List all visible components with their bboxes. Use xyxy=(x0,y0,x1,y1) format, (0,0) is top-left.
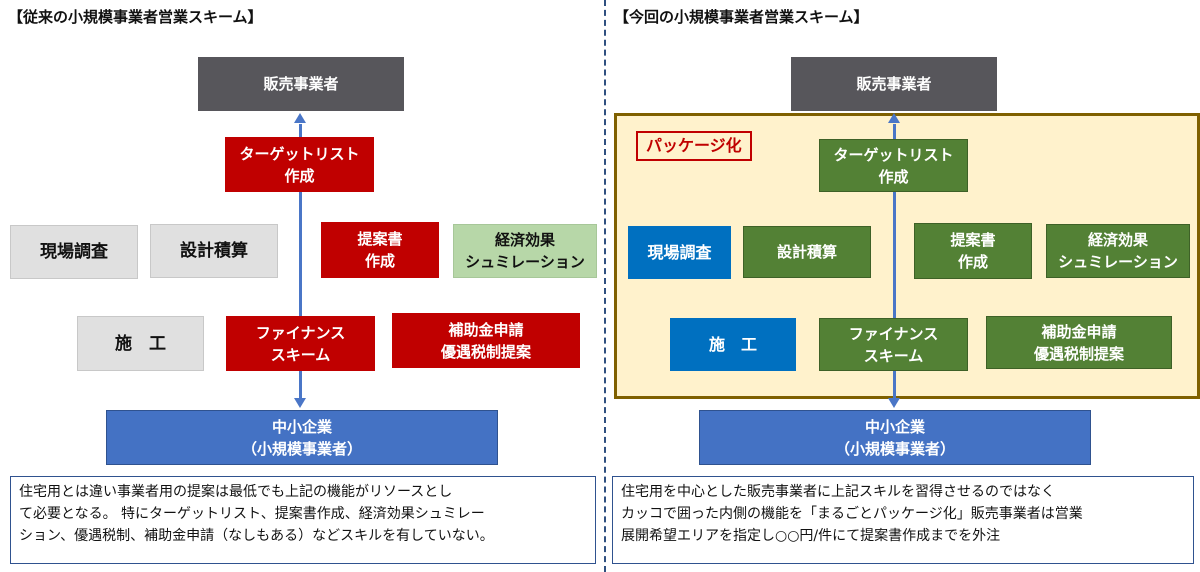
right-target-list-line2: 作成 xyxy=(878,167,909,186)
left-economic-sim-line1: 経済効果 xyxy=(494,231,555,249)
left-arrow-up xyxy=(294,113,306,123)
right-arrow-down xyxy=(888,398,900,408)
left-construction-label: 施 工 xyxy=(115,333,166,354)
right-finance-line1: ファイナンス xyxy=(848,324,939,343)
right-sme-line1: 中小企業 xyxy=(864,417,925,436)
right-note-box: 住宅用を中心とした販売事業者に上記スキルを習得させるのではなく カッコで囲った内… xyxy=(612,476,1194,564)
right-target-list-box: ターゲットリスト 作成 xyxy=(819,139,968,192)
left-construction-box: 施 工 xyxy=(77,316,204,371)
right-title: 【今回の小規模事業者営業スキーム】 xyxy=(614,8,869,26)
left-seller-box: 販売事業者 xyxy=(198,57,404,111)
left-subsidy-line2: 優遇税制提案 xyxy=(440,342,531,361)
package-label: パッケージ化 xyxy=(636,131,752,161)
left-proposal-box: 提案書 作成 xyxy=(321,222,439,278)
left-flow-line xyxy=(299,124,302,399)
right-subsidy-line2: 優遇税制提案 xyxy=(1033,344,1124,363)
right-note-line3: 展開希望エリアを指定し○○円/件にて提案書作成までを外注 xyxy=(621,528,1001,544)
left-seller-label: 販売事業者 xyxy=(263,75,339,93)
left-sme-box: 中小企業 （小規模事業者） xyxy=(106,410,498,465)
right-sme-line2: （小規模事業者） xyxy=(834,439,955,458)
left-sme-line2: （小規模事業者） xyxy=(241,439,362,458)
panel-divider xyxy=(604,0,606,572)
left-target-list-line2: 作成 xyxy=(284,166,315,185)
left-note-line1: 住宅用とは違い事業者用の提案は最低でも上記の機能がリソースとし xyxy=(19,484,453,500)
left-site-survey-label: 現場調査 xyxy=(40,242,108,262)
left-note-box: 住宅用とは違い事業者用の提案は最低でも上記の機能がリソースとし て必要となる。 … xyxy=(10,476,596,564)
left-design-estimate-label: 設計積算 xyxy=(180,241,248,261)
right-sme-box: 中小企業 （小規模事業者） xyxy=(699,410,1091,465)
right-proposal-box: 提案書 作成 xyxy=(914,223,1032,279)
left-title: 【従来の小規模事業者営業スキーム】 xyxy=(8,8,263,26)
right-proposal-line1: 提案書 xyxy=(950,231,996,249)
right-note-line2: カッコで囲った内側の機能を「まるごとパッケージ化」販売事業者は営業 xyxy=(621,506,1083,522)
left-proposal-line2: 作成 xyxy=(364,252,395,270)
right-subsidy-line1: 補助金申請 xyxy=(1041,322,1117,341)
right-flow-line xyxy=(893,124,896,399)
left-sme-line1: 中小企業 xyxy=(271,417,332,436)
left-economic-sim-box: 経済効果 シュミレーション xyxy=(453,224,597,278)
left-subsidy-box: 補助金申請 優遇税制提案 xyxy=(392,313,580,368)
left-finance-line1: ファイナンス xyxy=(255,323,346,342)
left-design-estimate-box: 設計積算 xyxy=(150,224,278,278)
right-site-survey-box: 現場調査 xyxy=(628,226,731,279)
right-subsidy-box: 補助金申請 優遇税制提案 xyxy=(986,316,1172,369)
left-finance-line2: スキーム xyxy=(270,345,331,364)
right-finance-line2: スキーム xyxy=(863,346,924,365)
left-subsidy-line1: 補助金申請 xyxy=(448,320,524,339)
right-economic-sim-line1: 経済効果 xyxy=(1087,231,1148,249)
right-economic-sim-box: 経済効果 シュミレーション xyxy=(1046,224,1190,278)
right-seller-box: 販売事業者 xyxy=(791,57,997,111)
right-design-estimate-box: 設計積算 xyxy=(743,226,871,278)
right-site-survey-label: 現場調査 xyxy=(647,242,712,262)
left-target-list-box: ターゲットリスト 作成 xyxy=(225,137,374,192)
right-arrow-up xyxy=(888,113,900,123)
right-seller-label: 販売事業者 xyxy=(856,75,932,93)
left-finance-box: ファイナンス スキーム xyxy=(226,316,375,371)
right-note-line1: 住宅用を中心とした販売事業者に上記スキルを習得させるのではなく xyxy=(621,484,1055,500)
left-site-survey-box: 現場調査 xyxy=(10,225,138,279)
left-proposal-line1: 提案書 xyxy=(357,230,403,248)
right-design-estimate-label: 設計積算 xyxy=(776,243,837,261)
right-finance-box: ファイナンス スキーム xyxy=(819,318,968,371)
left-panel: 【従来の小規模事業者営業スキーム】 販売事業者 ターゲットリスト 作成 現場調査… xyxy=(8,8,597,564)
left-arrow-down xyxy=(294,398,306,408)
right-panel: 【今回の小規模事業者営業スキーム】 パッケージ化 販売事業者 ターゲットリスト … xyxy=(608,0,1200,572)
right-economic-sim-line2: シュミレーション xyxy=(1058,253,1178,271)
left-economic-sim-line2: シュミレーション xyxy=(465,253,585,271)
left-target-list-line1: ターゲットリスト xyxy=(239,144,360,163)
right-proposal-line2: 作成 xyxy=(957,253,988,271)
left-note-line2: て必要となる。 特にターゲットリスト、提案書作成、経済効果シュミレー xyxy=(19,506,485,522)
right-construction-label: 施 工 xyxy=(708,334,757,354)
left-note-line3: ション、優遇税制、補助金申請（なしもある）などスキルを有していない。 xyxy=(19,528,494,544)
right-construction-box: 施 工 xyxy=(670,318,796,371)
right-target-list-line1: ターゲットリスト xyxy=(833,145,954,164)
